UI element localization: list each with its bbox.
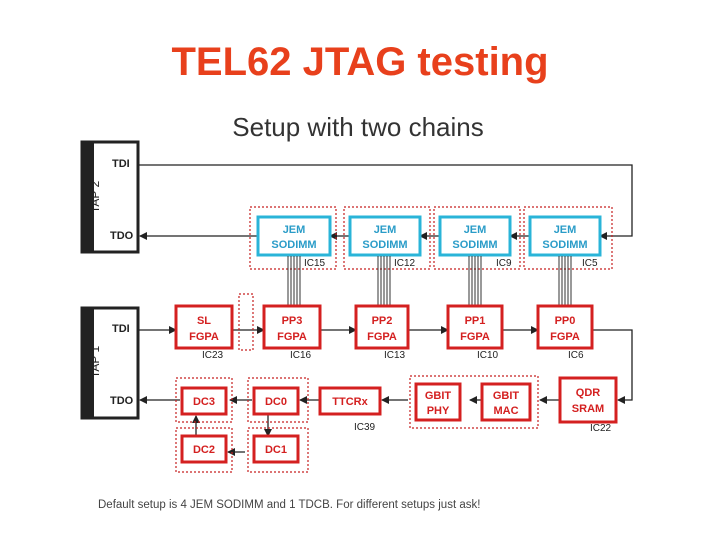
gbit-group-frame: [409, 375, 539, 429]
svg-text:QDR: QDR: [576, 387, 601, 399]
dc1-group: DC1: [247, 427, 309, 473]
dc2-group: DC2: [175, 427, 233, 473]
svg-text:FGPA: FGPA: [550, 331, 580, 343]
tap2-label: TAP 2: [88, 181, 102, 214]
tap1-block: TAP 1 TDI TDO: [80, 306, 140, 420]
placeholder-slot: [238, 293, 254, 351]
dc1-label: DC1: [265, 444, 287, 456]
tap1-tdi: TDI: [112, 323, 130, 335]
ic9-label: IC9: [496, 258, 512, 269]
dc3-label: DC3: [193, 396, 215, 408]
pp2-fpga: PP2 FGPA IC13: [354, 304, 410, 361]
pp0-fpga: PP0 FGPA IC6: [536, 304, 594, 361]
ttcrx-chip: TTCRx IC39: [318, 386, 382, 433]
jem-sodimm-3: JEM SODIMM IC9: [433, 206, 521, 270]
svg-text:SODIMM: SODIMM: [362, 239, 407, 251]
tap1-label: TAP 1: [88, 346, 102, 379]
chain2-wires: [138, 164, 633, 240]
svg-text:PP3: PP3: [282, 315, 303, 327]
footer-note: Default setup is 4 JEM SODIMM and 1 TDCB…: [98, 499, 480, 511]
jem-sodimm-4: JEM SODIMM IC5: [523, 206, 613, 270]
subtitle: Setup with two chains: [232, 112, 483, 142]
tap1-tdo: TDO: [110, 395, 134, 407]
svg-text:SRAM: SRAM: [572, 403, 604, 415]
ic39-label: IC39: [354, 422, 376, 433]
sl-fpga: SL FGPA IC23: [174, 304, 234, 361]
svg-text:JEM: JEM: [554, 224, 577, 236]
ic12-label: IC12: [394, 258, 416, 269]
svg-text:GBIT: GBIT: [425, 390, 452, 402]
svg-text:JEM: JEM: [283, 224, 306, 236]
svg-text:PP2: PP2: [372, 315, 393, 327]
tap2-tdo: TDO: [110, 230, 134, 242]
jem-sodimm-2: JEM SODIMM IC12: [343, 206, 431, 270]
svg-text:GBIT: GBIT: [493, 390, 520, 402]
svg-text:SL: SL: [197, 315, 211, 327]
tap2-tdi: TDI: [112, 158, 130, 170]
ic13-label: IC13: [384, 350, 406, 361]
gbit-phy-chip: GBIT PHY: [414, 382, 462, 422]
ic22-label: IC22: [590, 423, 612, 434]
svg-text:SODIMM: SODIMM: [271, 239, 316, 251]
svg-text:FGPA: FGPA: [189, 331, 219, 343]
qdr-sram-chip: QDR SRAM IC22: [558, 376, 618, 434]
page-title: TEL62 JTAG testing: [171, 40, 549, 84]
jem-sodimm-1: JEM SODIMM IC15: [249, 206, 337, 270]
ic16-label: IC16: [290, 350, 312, 361]
svg-text:JEM: JEM: [374, 224, 397, 236]
svg-text:MAC: MAC: [493, 405, 518, 417]
dc2-label: DC2: [193, 444, 215, 456]
ic5-label: IC5: [582, 258, 598, 269]
dc3-group: DC3: [175, 377, 233, 423]
svg-text:JEM: JEM: [464, 224, 487, 236]
svg-text:FGPA: FGPA: [460, 331, 490, 343]
svg-text:FGPA: FGPA: [277, 331, 307, 343]
pp3-fpga: PP3 FGPA IC16: [262, 304, 322, 361]
svg-text:PP0: PP0: [555, 315, 576, 327]
bus-connectors: [287, 256, 572, 307]
svg-text:FGPA: FGPA: [367, 331, 397, 343]
tap2-block: TAP 2 TDI TDO: [80, 140, 140, 254]
dc0-label: DC0: [265, 396, 287, 408]
ic10-label: IC10: [477, 350, 499, 361]
ic15-label: IC15: [304, 258, 326, 269]
svg-text:SODIMM: SODIMM: [452, 239, 497, 251]
svg-text:SODIMM: SODIMM: [542, 239, 587, 251]
ic6-label: IC6: [568, 350, 584, 361]
svg-text:PP1: PP1: [465, 315, 486, 327]
chain1-wires: [138, 326, 633, 456]
pp1-fpga: PP1 FGPA IC10: [446, 304, 504, 361]
dc0-group: DC0: [247, 377, 309, 423]
svg-text:PHY: PHY: [427, 405, 450, 417]
svg-text:TTCRx: TTCRx: [332, 396, 368, 408]
gbit-mac-chip: GBIT MAC: [480, 382, 532, 422]
ic23-label: IC23: [202, 350, 224, 361]
